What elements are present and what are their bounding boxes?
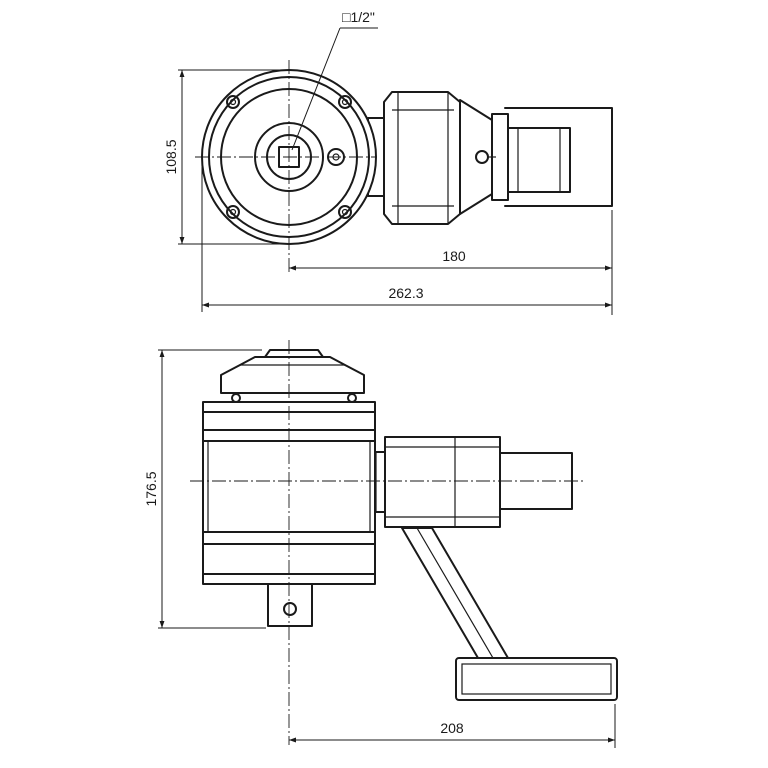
side-reaction-arm xyxy=(401,527,618,701)
top-view: □1/2" 108.5 180 262.3 xyxy=(163,9,613,315)
dimension-208-label: 208 xyxy=(440,720,464,736)
dimension-180-label: 180 xyxy=(442,248,466,264)
dimension-height-top: 108.5 xyxy=(163,69,285,245)
dimension-108-label: 108.5 xyxy=(163,139,179,174)
side-square-drive xyxy=(267,583,313,627)
side-view: 176.5 208 xyxy=(143,340,618,748)
square-drive-callout: □1/2" xyxy=(291,9,378,151)
dimension-262-label: 262.3 xyxy=(388,285,423,301)
square-drive-label: □1/2" xyxy=(342,9,375,25)
dimension-reaction-arm: 208 xyxy=(289,704,616,748)
dimension-height-side: 176.5 xyxy=(143,349,266,629)
dimension-reaction-length: 180 xyxy=(289,210,613,315)
dimension-overall-length: 262.3 xyxy=(201,165,612,312)
screw-icon xyxy=(226,95,352,219)
dimension-176-label: 176.5 xyxy=(143,471,159,506)
side-output-shaft xyxy=(384,436,573,528)
top-arm-pin xyxy=(475,150,489,164)
top-hex-body xyxy=(383,91,461,225)
